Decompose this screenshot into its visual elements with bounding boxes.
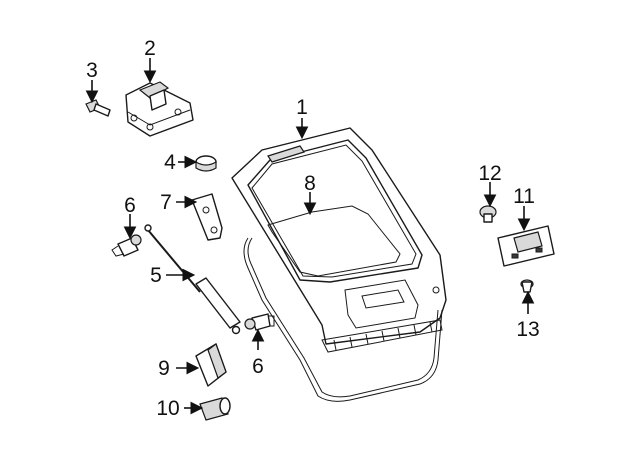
callout-10: 10: [156, 397, 179, 420]
callout-leaders: [85, 58, 535, 415]
callout-13: 13: [516, 318, 539, 341]
callout-labels: 1 2 3 4 5 6 6 7 8 9 10 11 12 13: [86, 37, 540, 420]
push-nut[interactable]: [479, 205, 497, 223]
callout-8: 8: [304, 172, 316, 195]
callout-12: 12: [478, 162, 501, 185]
ball-stud-upper[interactable]: [111, 234, 142, 257]
callout-6-upper: 6: [124, 194, 136, 217]
callout-11: 11: [513, 185, 535, 208]
screw[interactable]: [520, 279, 534, 293]
lift-support-strut[interactable]: [144, 224, 241, 335]
ball-stud-lower[interactable]: [244, 313, 275, 331]
callout-5: 5: [150, 264, 162, 287]
callout-7: 7: [160, 191, 172, 214]
liftgate-shell[interactable]: [231, 127, 447, 353]
bumper-stop[interactable]: [199, 397, 231, 421]
strut-bracket[interactable]: [191, 193, 223, 241]
weatherstrip-seal[interactable]: [267, 205, 401, 277]
bumper-pad[interactable]: [195, 343, 227, 387]
callout-6-lower: 6: [252, 355, 264, 378]
hinge[interactable]: [125, 81, 194, 137]
callout-2: 2: [144, 37, 156, 60]
callout-4: 4: [164, 151, 176, 174]
callout-3: 3: [86, 59, 98, 82]
callout-9: 9: [158, 357, 170, 380]
license-lamp-bracket[interactable]: [497, 225, 555, 267]
callout-1: 1: [296, 96, 308, 119]
hinge-bolt[interactable]: [85, 99, 111, 117]
outer-weatherstrip[interactable]: [243, 237, 443, 402]
grommet[interactable]: [195, 155, 217, 172]
